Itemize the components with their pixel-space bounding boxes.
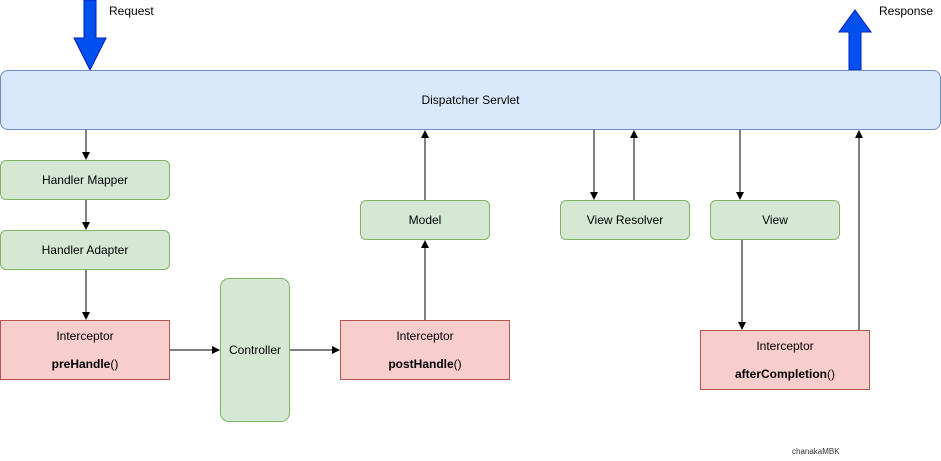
prehandle-interceptor-node[interactable]: Interceptor preHandle() bbox=[0, 320, 170, 380]
prehandle-method-suffix: () bbox=[110, 357, 119, 371]
dispatcher-servlet-node[interactable]: Dispatcher Servlet bbox=[0, 70, 941, 130]
posthandle-method-line: postHandle() bbox=[388, 357, 461, 371]
view-node[interactable]: View bbox=[710, 200, 840, 240]
response-arrow-icon bbox=[838, 9, 872, 71]
handler-adapter-node[interactable]: Handler Adapter bbox=[0, 230, 170, 270]
prehandle-method-line: preHandle() bbox=[52, 357, 119, 371]
dispatcher-servlet-label: Dispatcher Servlet bbox=[421, 93, 520, 107]
view-resolver-node[interactable]: View Resolver bbox=[560, 200, 690, 240]
posthandle-method-suffix: () bbox=[453, 357, 462, 371]
controller-node[interactable]: Controller bbox=[220, 278, 290, 422]
aftercompletion-interceptor-node[interactable]: Interceptor afterCompletion() bbox=[700, 330, 870, 390]
aftercompletion-interceptor-title: Interceptor bbox=[756, 339, 814, 353]
request-arrow-icon bbox=[73, 0, 107, 72]
handler-mapper-label: Handler Mapper bbox=[41, 173, 129, 187]
handler-adapter-label: Handler Adapter bbox=[41, 243, 129, 257]
request-label: Request bbox=[109, 4, 154, 18]
aftercompletion-method-name: afterCompletion bbox=[734, 367, 827, 381]
author-credit: chanakaMBK bbox=[792, 447, 840, 456]
posthandle-interceptor-node[interactable]: Interceptor postHandle() bbox=[340, 320, 510, 380]
view-label: View bbox=[762, 213, 788, 227]
handler-mapper-node[interactable]: Handler Mapper bbox=[0, 160, 170, 200]
aftercompletion-method-line: afterCompletion() bbox=[735, 367, 835, 381]
aftercompletion-method-suffix: () bbox=[827, 367, 835, 381]
prehandle-interceptor-title: Interceptor bbox=[56, 329, 114, 343]
view-resolver-label: View Resolver bbox=[586, 213, 664, 227]
model-label: Model bbox=[408, 213, 442, 227]
model-node[interactable]: Model bbox=[360, 200, 490, 240]
prehandle-method-name: preHandle bbox=[51, 357, 111, 371]
posthandle-method-name: postHandle bbox=[388, 357, 454, 371]
controller-label: Controller bbox=[228, 343, 282, 357]
posthandle-interceptor-title: Interceptor bbox=[396, 329, 454, 343]
response-label: Response bbox=[879, 4, 934, 18]
